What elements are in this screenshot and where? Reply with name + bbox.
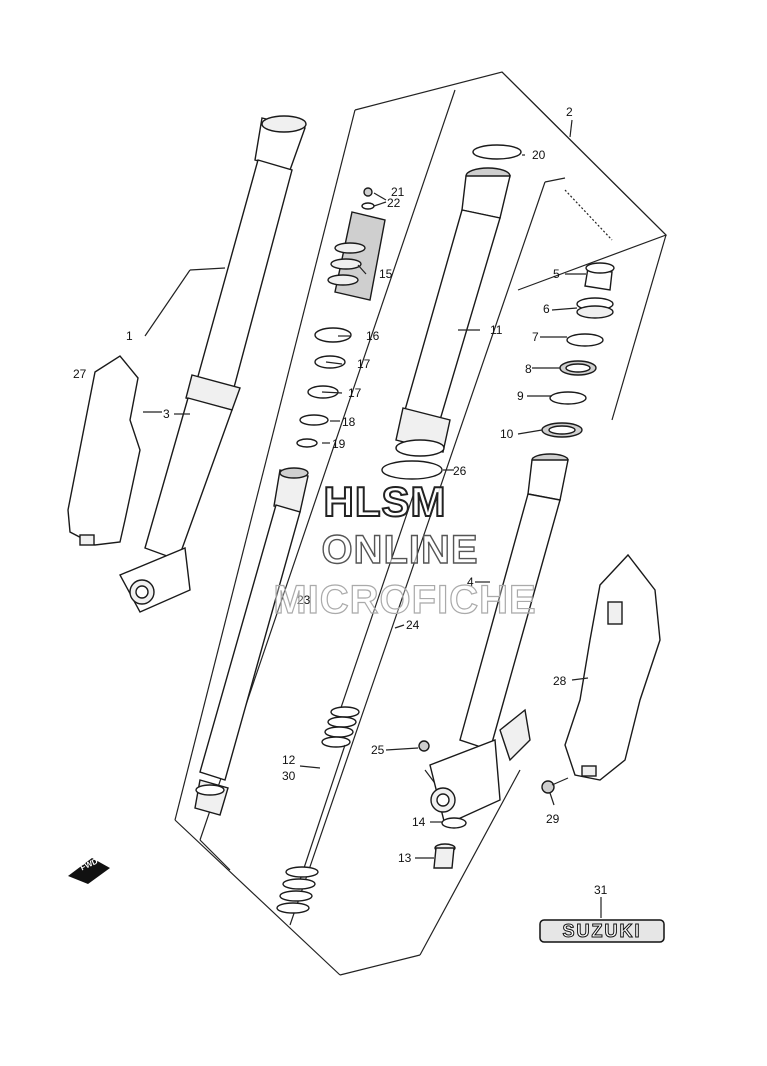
- callout-10[interactable]: 10: [500, 427, 514, 441]
- callout-31[interactable]: 31: [594, 883, 608, 897]
- callout-4[interactable]: 4: [467, 575, 474, 589]
- bolt-29[interactable]: [541, 777, 569, 794]
- left-fork-outer-tube[interactable]: [119, 115, 307, 613]
- dust-seal-10[interactable]: [541, 422, 583, 438]
- callout-14[interactable]: 14: [412, 815, 426, 829]
- callout-25[interactable]: 25: [371, 743, 385, 757]
- callout-16[interactable]: 16: [366, 329, 380, 343]
- fork-spring-lower[interactable]: [276, 744, 346, 914]
- bolt-13[interactable]: [433, 843, 456, 869]
- callout-9[interactable]: 9: [517, 389, 524, 403]
- emblem-text: SUZUKI: [562, 921, 642, 942]
- watermark-line-1: HLSM: [323, 477, 447, 526]
- callout-1[interactable]: 1: [126, 329, 133, 343]
- callout-6[interactable]: 6: [543, 302, 550, 316]
- callout-17-upper[interactable]: 17: [357, 357, 371, 371]
- callout-15[interactable]: 15: [379, 267, 393, 281]
- inner-tube[interactable]: [429, 453, 569, 826]
- watermark-line-2: ONLINE: [321, 527, 479, 572]
- o-ring-14[interactable]: [441, 817, 467, 829]
- watermark-line-3: MICROFICHE: [273, 577, 537, 622]
- right-fork-guard[interactable]: [564, 553, 661, 781]
- seal-rings-stack[interactable]: [296, 327, 352, 448]
- oil-seal-8[interactable]: [559, 360, 597, 376]
- callout-27[interactable]: 27: [73, 367, 87, 381]
- callout-24[interactable]: 24: [406, 618, 420, 632]
- right-fork-outer-tube[interactable]: [395, 167, 511, 457]
- callout-18[interactable]: 18: [342, 415, 356, 429]
- callout-20[interactable]: 20: [532, 148, 546, 162]
- callout-3[interactable]: 3: [163, 407, 170, 421]
- callout-13[interactable]: 13: [398, 851, 412, 865]
- circlip-9[interactable]: [549, 391, 587, 405]
- callout-21[interactable]: 21: [391, 185, 405, 199]
- o-ring-26[interactable]: [381, 460, 443, 480]
- callout-23[interactable]: 23: [297, 593, 311, 607]
- bushing-6[interactable]: [576, 297, 614, 319]
- inner-cartridge[interactable]: [194, 467, 309, 816]
- bolt-25[interactable]: [418, 740, 430, 752]
- callout-19[interactable]: 19: [332, 437, 346, 451]
- callout-30[interactable]: 30: [282, 769, 296, 783]
- suzuki-emblem[interactable]: [539, 919, 665, 943]
- washer-7[interactable]: [566, 333, 604, 347]
- callout-11[interactable]: 11: [490, 323, 503, 337]
- callout-28[interactable]: 28: [553, 674, 567, 688]
- callout-5[interactable]: 5: [553, 267, 560, 281]
- callout-12[interactable]: 12: [282, 753, 296, 767]
- callout-29[interactable]: 29: [546, 812, 560, 826]
- callout-17-lower[interactable]: 17: [348, 386, 362, 400]
- damper-rod-assembly[interactable]: [327, 187, 386, 301]
- fwd-arrow-icon: [68, 858, 110, 884]
- callout-2[interactable]: 2: [566, 105, 573, 119]
- assembly-box-outline: [174, 71, 668, 976]
- callout-22[interactable]: 22: [387, 196, 401, 210]
- left-fork-guard[interactable]: [67, 355, 141, 546]
- callout-26[interactable]: 26: [453, 464, 467, 478]
- fork-spring-upper[interactable]: [321, 706, 360, 748]
- leader-lines: [143, 119, 602, 918]
- callout-8[interactable]: 8: [525, 362, 532, 376]
- callout-7[interactable]: 7: [532, 330, 539, 344]
- ring-20[interactable]: [472, 144, 522, 160]
- bushing-5[interactable]: [584, 262, 615, 291]
